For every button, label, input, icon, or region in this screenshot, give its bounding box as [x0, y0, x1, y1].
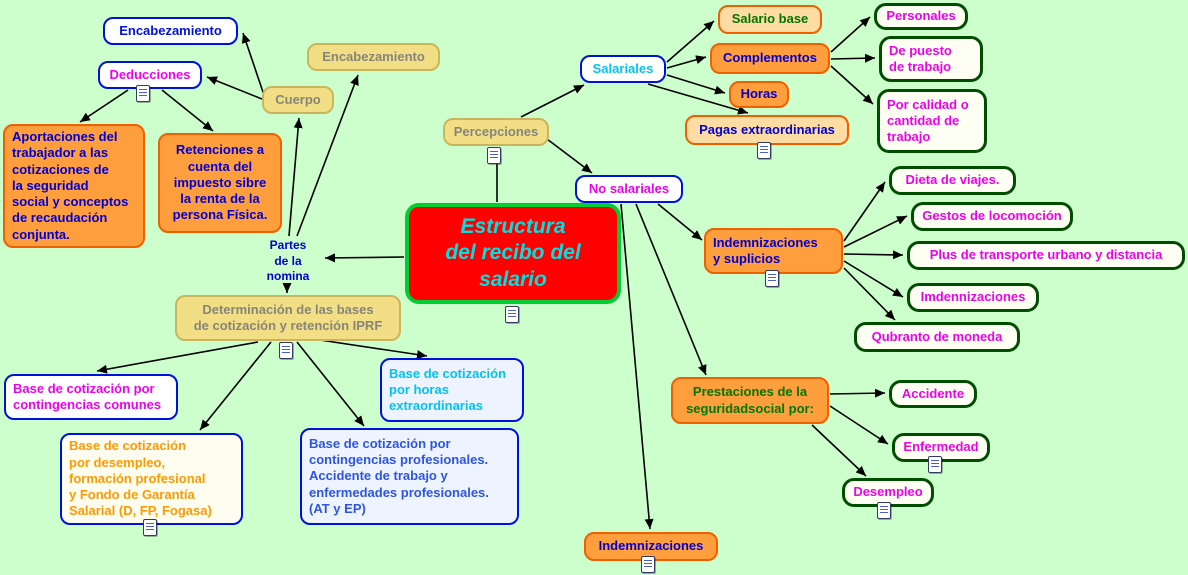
arrow — [296, 341, 365, 427]
node-percepciones[interactable]: Percepciones — [443, 118, 549, 146]
node-base-contingencias-profesionales[interactable]: Base de cotización por contingencias pro… — [300, 428, 519, 525]
arrow — [324, 253, 405, 263]
node-gestos-de-locomocion[interactable]: Gestos de locomoción — [911, 202, 1073, 231]
arrow — [296, 74, 359, 237]
arrow — [657, 203, 703, 241]
node-por-calidad-cantidad[interactable]: Por calidad o cantidad de trabajo — [877, 89, 987, 153]
arrow — [319, 339, 428, 359]
node-base-contingencias-comunes[interactable]: Base de cotización por contingencias com… — [4, 374, 178, 420]
arrow — [829, 405, 889, 445]
document-icon[interactable] — [757, 142, 771, 159]
arrow — [666, 20, 715, 63]
arrow — [843, 181, 886, 242]
arrow — [843, 267, 896, 321]
node-determinacion-bases[interactable]: Determinación de las bases de cotización… — [175, 295, 401, 341]
node-encabezamiento-parte[interactable]: Encabezamiento — [307, 43, 440, 71]
document-icon[interactable] — [641, 556, 655, 573]
document-icon[interactable] — [487, 147, 501, 164]
arrow — [647, 83, 749, 115]
node-salariales[interactable]: Salariales — [580, 55, 666, 83]
node-prestaciones-seguridad-social[interactable]: Prestaciones de la seguridadsocial por: — [671, 377, 829, 424]
arrow — [843, 260, 904, 298]
arrow — [620, 203, 654, 530]
node-no-salariales[interactable]: No salariales — [575, 175, 683, 203]
node-base-horas-extraordinarias[interactable]: Base de cotización por horas extraordina… — [380, 358, 524, 422]
node-imdennizaciones[interactable]: Imdennizaciones — [907, 283, 1039, 312]
arrow — [666, 74, 726, 95]
node-cuerpo[interactable]: Cuerpo — [262, 86, 334, 114]
node-pagas-extraordinarias[interactable]: Pagas extraordinarias — [685, 115, 849, 145]
node-encabezamiento-top[interactable]: Encabezamiento — [103, 17, 238, 45]
arrow — [241, 32, 265, 96]
arrow — [830, 65, 874, 105]
node-qubranto-de-moneda[interactable]: Qubranto de moneda — [854, 322, 1020, 352]
arrow — [811, 424, 867, 477]
node-dieta-de-viajes[interactable]: Dieta de viajes. — [889, 166, 1016, 195]
node-retenciones[interactable]: Retenciones a cuenta del impuesto sibre … — [158, 133, 282, 233]
node-salario-base[interactable]: Salario base — [718, 5, 822, 34]
arrow — [288, 117, 303, 237]
document-icon[interactable] — [505, 306, 519, 323]
node-indemnizaciones-y-suplicios[interactable]: Indemnizaciones y suplicios — [704, 228, 843, 274]
arrow — [666, 55, 707, 69]
node-deducciones[interactable]: Deducciones — [98, 61, 202, 89]
arrow — [206, 76, 263, 100]
arrow — [161, 89, 214, 132]
arrow — [79, 89, 129, 123]
document-icon[interactable] — [136, 85, 150, 102]
node-plus-de-transporte[interactable]: Plus de transporte urbano y distancia — [907, 241, 1185, 270]
arrow — [830, 53, 876, 63]
node-de-puesto-de-trabajo[interactable]: De puesto de trabajo — [879, 36, 983, 82]
arrow — [843, 215, 908, 248]
arrow — [542, 135, 593, 174]
arrow — [829, 388, 886, 398]
document-icon[interactable] — [877, 502, 891, 519]
node-horas[interactable]: Horas — [729, 81, 789, 108]
node-accidente[interactable]: Accidente — [889, 380, 977, 408]
arrow — [520, 84, 585, 118]
node-base-desempleo-fogasa[interactable]: Base de cotización por desempleo, formac… — [60, 433, 243, 525]
linking-phrase-partes-de-la-nomina[interactable]: Partes de la nomina — [266, 238, 310, 284]
node-aportaciones[interactable]: Aportaciones del trabajador a las cotiza… — [3, 124, 145, 248]
arrow — [830, 16, 871, 53]
document-icon[interactable] — [143, 519, 157, 536]
arrow — [199, 341, 272, 431]
arrow — [843, 250, 904, 260]
node-complementos[interactable]: Complementos — [710, 43, 830, 74]
document-icon[interactable] — [928, 456, 942, 473]
document-icon[interactable] — [765, 270, 779, 287]
node-central-estructura-recibo-salario[interactable]: Estructura del recibo del salario — [405, 203, 621, 304]
arrow — [96, 341, 259, 374]
arrow — [635, 203, 707, 376]
document-icon[interactable] — [279, 342, 293, 359]
node-personales[interactable]: Personales — [874, 3, 968, 30]
